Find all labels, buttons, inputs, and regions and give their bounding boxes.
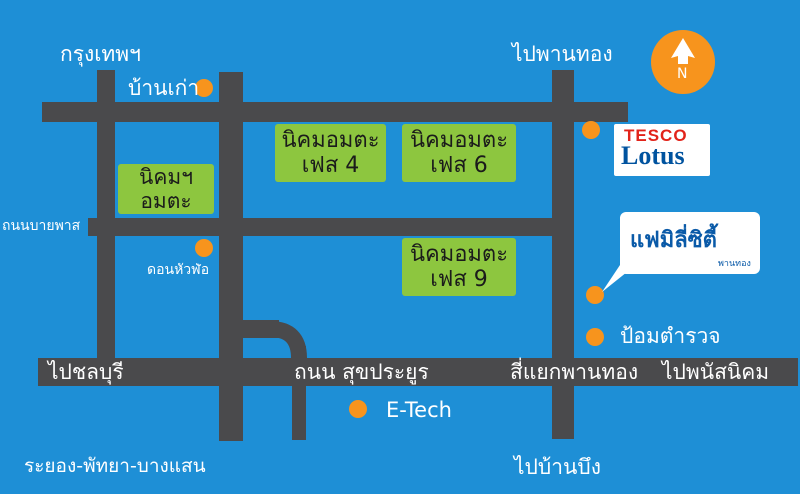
marker-police-box (586, 328, 604, 346)
north-arrow-icon (671, 38, 695, 64)
lotus-logo-text: Lotus (621, 141, 685, 170)
label-bypass-road: ถนนบายพาส (2, 218, 81, 234)
zone-amata-phase-9: นิคมอมตะ เฟส 9 (402, 238, 516, 296)
label-rayong: ระยอง-พัทยา-บางแสน (24, 455, 206, 477)
label-to-phanat-nikhom: ไปพนัสนิคม (662, 360, 770, 384)
road-curve-vertical (292, 346, 306, 440)
label-to-ban-bueng: ไปบ้านบึง (514, 455, 601, 479)
zone-amata-line2: อมตะ (140, 189, 192, 213)
label-to-chonburi: ไปชลบุรี (48, 360, 124, 384)
marker-ban-kao (195, 79, 213, 97)
compass: N (651, 30, 715, 94)
road-center-vertical (219, 72, 243, 441)
zone-phase9-line1: นิคมอมตะ (409, 241, 509, 267)
marker-tesco (582, 121, 600, 139)
tesco-lotus-logo: TESCO Lotus (614, 124, 710, 176)
zone-amata-phase-6: นิคมอมตะ เฟส 6 (402, 124, 516, 182)
label-police-box: ป้อมตำรวจ (620, 324, 721, 348)
tesco-logo-text: TESCO (624, 126, 688, 145)
zone-phase9-line2: เฟส 9 (430, 267, 488, 292)
road-curve-bend (270, 321, 307, 358)
family-city-name: แฟมิลี่ซิตี้ (630, 228, 717, 253)
label-don-hua-lo: ดอนหัวฬ่อ (147, 262, 210, 278)
zone-amata-phase-4: นิคมอมตะ เฟส 4 (275, 124, 386, 182)
road-left-vertical (97, 70, 115, 359)
road-top-horizontal (42, 102, 628, 122)
marker-family-city (586, 286, 604, 304)
label-sukhumvit-road: ถนน สุขประยูร (294, 360, 429, 384)
zone-phase6-line1: นิคมอมตะ (409, 127, 509, 153)
zone-phase4-line2: เฟส 4 (301, 153, 360, 178)
zone-phase4-line1: นิคมอมตะ (281, 127, 380, 153)
family-city-sub: พานทอง (718, 259, 751, 269)
zone-phase6-line2: เฟส 6 (430, 153, 488, 178)
marker-e-tech (349, 400, 367, 418)
label-bangkok: กรุงเทพฯ (60, 42, 141, 66)
family-city-logo: แฟมิลี่ซิตี้ พานทอง (620, 212, 760, 274)
label-ban-kao: บ้านเก่า (128, 76, 200, 100)
road-right-vertical (552, 70, 574, 439)
zone-amata-line1: นิคมฯ (138, 164, 194, 189)
road-mid-horizontal (88, 218, 574, 236)
label-phan-thong-intersection: สี่แยกพานทอง (510, 360, 639, 384)
compass-letter: N (677, 66, 688, 82)
marker-don-hua-lo (195, 239, 213, 257)
zone-amata: นิคมฯ อมตะ (118, 164, 214, 214)
road-bottom-horizontal (38, 358, 798, 386)
label-to-phan-thong: ไปพานทอง (512, 42, 613, 66)
label-e-tech: E-Tech (386, 398, 452, 422)
